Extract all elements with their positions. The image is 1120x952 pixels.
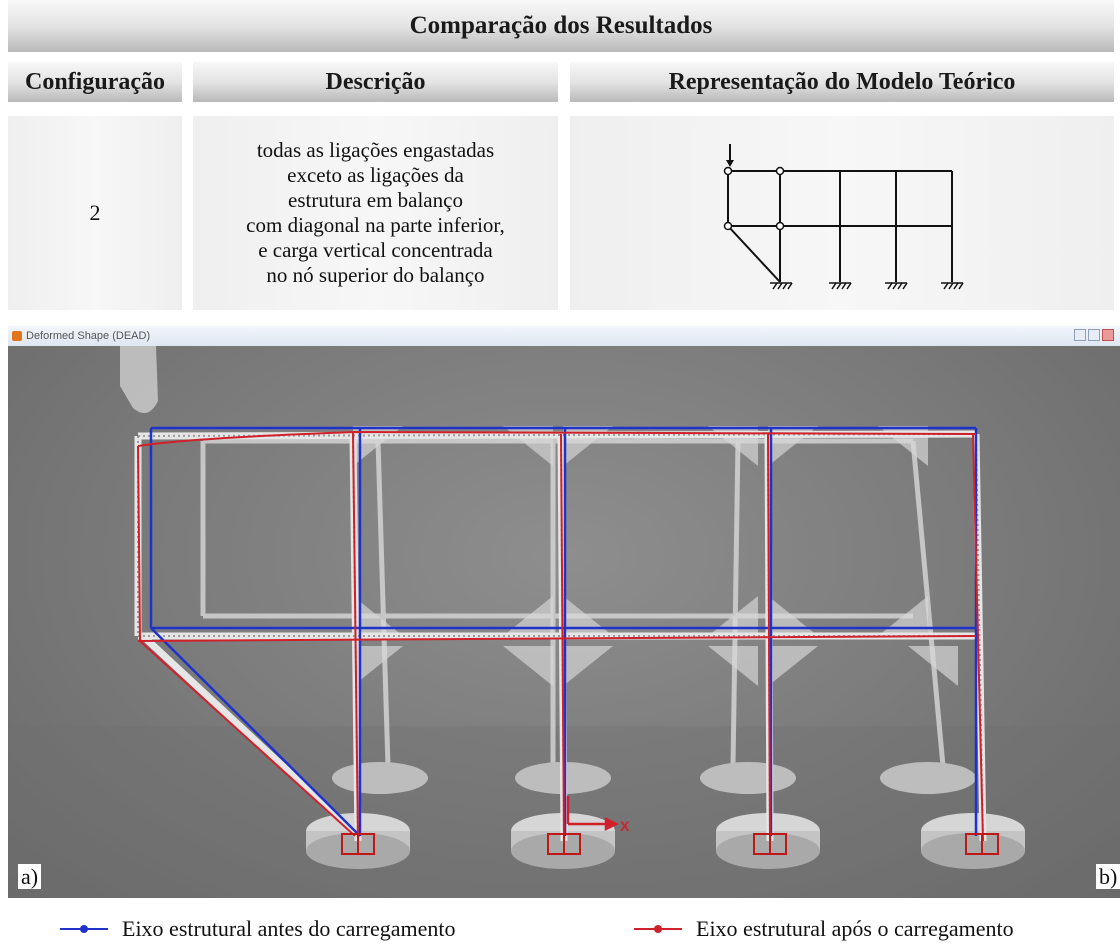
hinge-icon bbox=[775, 221, 785, 231]
description-cell: todas as ligações engastadas exceto as l… bbox=[193, 116, 558, 310]
legend-item-before: Eixo estrutural antes do carregamento bbox=[60, 916, 456, 942]
configuration-cell: 2 bbox=[8, 116, 182, 310]
fixed-support-icon bbox=[941, 282, 964, 290]
description-line: e carga vertical concentrada bbox=[258, 238, 493, 262]
legend-line-blue-icon bbox=[60, 925, 108, 933]
description-line: todas as ligações engastadas bbox=[256, 138, 495, 162]
app-icon bbox=[12, 331, 22, 341]
axis-before-loading bbox=[149, 426, 978, 837]
theoretical-model-cell bbox=[570, 116, 1114, 310]
column-header-model: Representação do Modelo Teórico bbox=[570, 62, 1114, 102]
axis-x-icon bbox=[566, 796, 619, 832]
fixed-support-icon bbox=[770, 282, 793, 290]
description-line: no nó superior do balanço bbox=[266, 263, 485, 287]
deformed-shape-overlay: X bbox=[8, 346, 1120, 898]
description-text: todas as ligações engastadas exceto as l… bbox=[246, 138, 505, 288]
description-line: exceto as ligações da bbox=[287, 163, 464, 187]
window-title: Deformed Shape (DEAD) bbox=[26, 330, 151, 342]
fixed-support-icon bbox=[829, 282, 852, 290]
legend-label: Eixo estrutural após o carregamento bbox=[696, 916, 1014, 941]
description-line: com diagonal na parte inferior, bbox=[246, 213, 505, 237]
frame-diagonal bbox=[727, 225, 781, 283]
hinge-icon bbox=[723, 166, 733, 176]
deformed-shape-window: Deformed Shape (DEAD) bbox=[8, 326, 1120, 898]
gusset-plates bbox=[353, 426, 958, 686]
finger-shape bbox=[120, 346, 158, 414]
axis-after-loading bbox=[137, 430, 984, 842]
maximize-button[interactable] bbox=[1088, 329, 1100, 341]
description-line: estrutura em balanço bbox=[288, 188, 463, 212]
column-header-description: Descrição bbox=[193, 62, 558, 102]
back-frame bbox=[200, 438, 946, 767]
legend-item-after: Eixo estrutural após o carregamento bbox=[634, 916, 1014, 942]
legend-line-red-icon bbox=[634, 925, 682, 933]
legend-label: Eixo estrutural antes do carregamento bbox=[122, 916, 456, 941]
fixed-support-icon bbox=[885, 282, 908, 290]
page-title: Comparação dos Resultados bbox=[8, 0, 1114, 52]
load-arrowhead-icon bbox=[726, 160, 734, 167]
column-header-configuration: Configuração bbox=[8, 62, 182, 102]
hinge-icon bbox=[723, 221, 733, 231]
theoretical-model-diagram bbox=[723, 144, 964, 290]
hinge-icon bbox=[775, 166, 785, 176]
window-titlebar: Deformed Shape (DEAD) bbox=[8, 326, 1120, 346]
support-boxes bbox=[341, 833, 999, 855]
minimize-button[interactable] bbox=[1074, 329, 1086, 341]
axis-x-label: X bbox=[620, 818, 630, 834]
close-button[interactable] bbox=[1102, 329, 1114, 341]
panel-label-b: b) bbox=[1096, 864, 1120, 890]
panel-label-a: a) bbox=[18, 864, 42, 890]
